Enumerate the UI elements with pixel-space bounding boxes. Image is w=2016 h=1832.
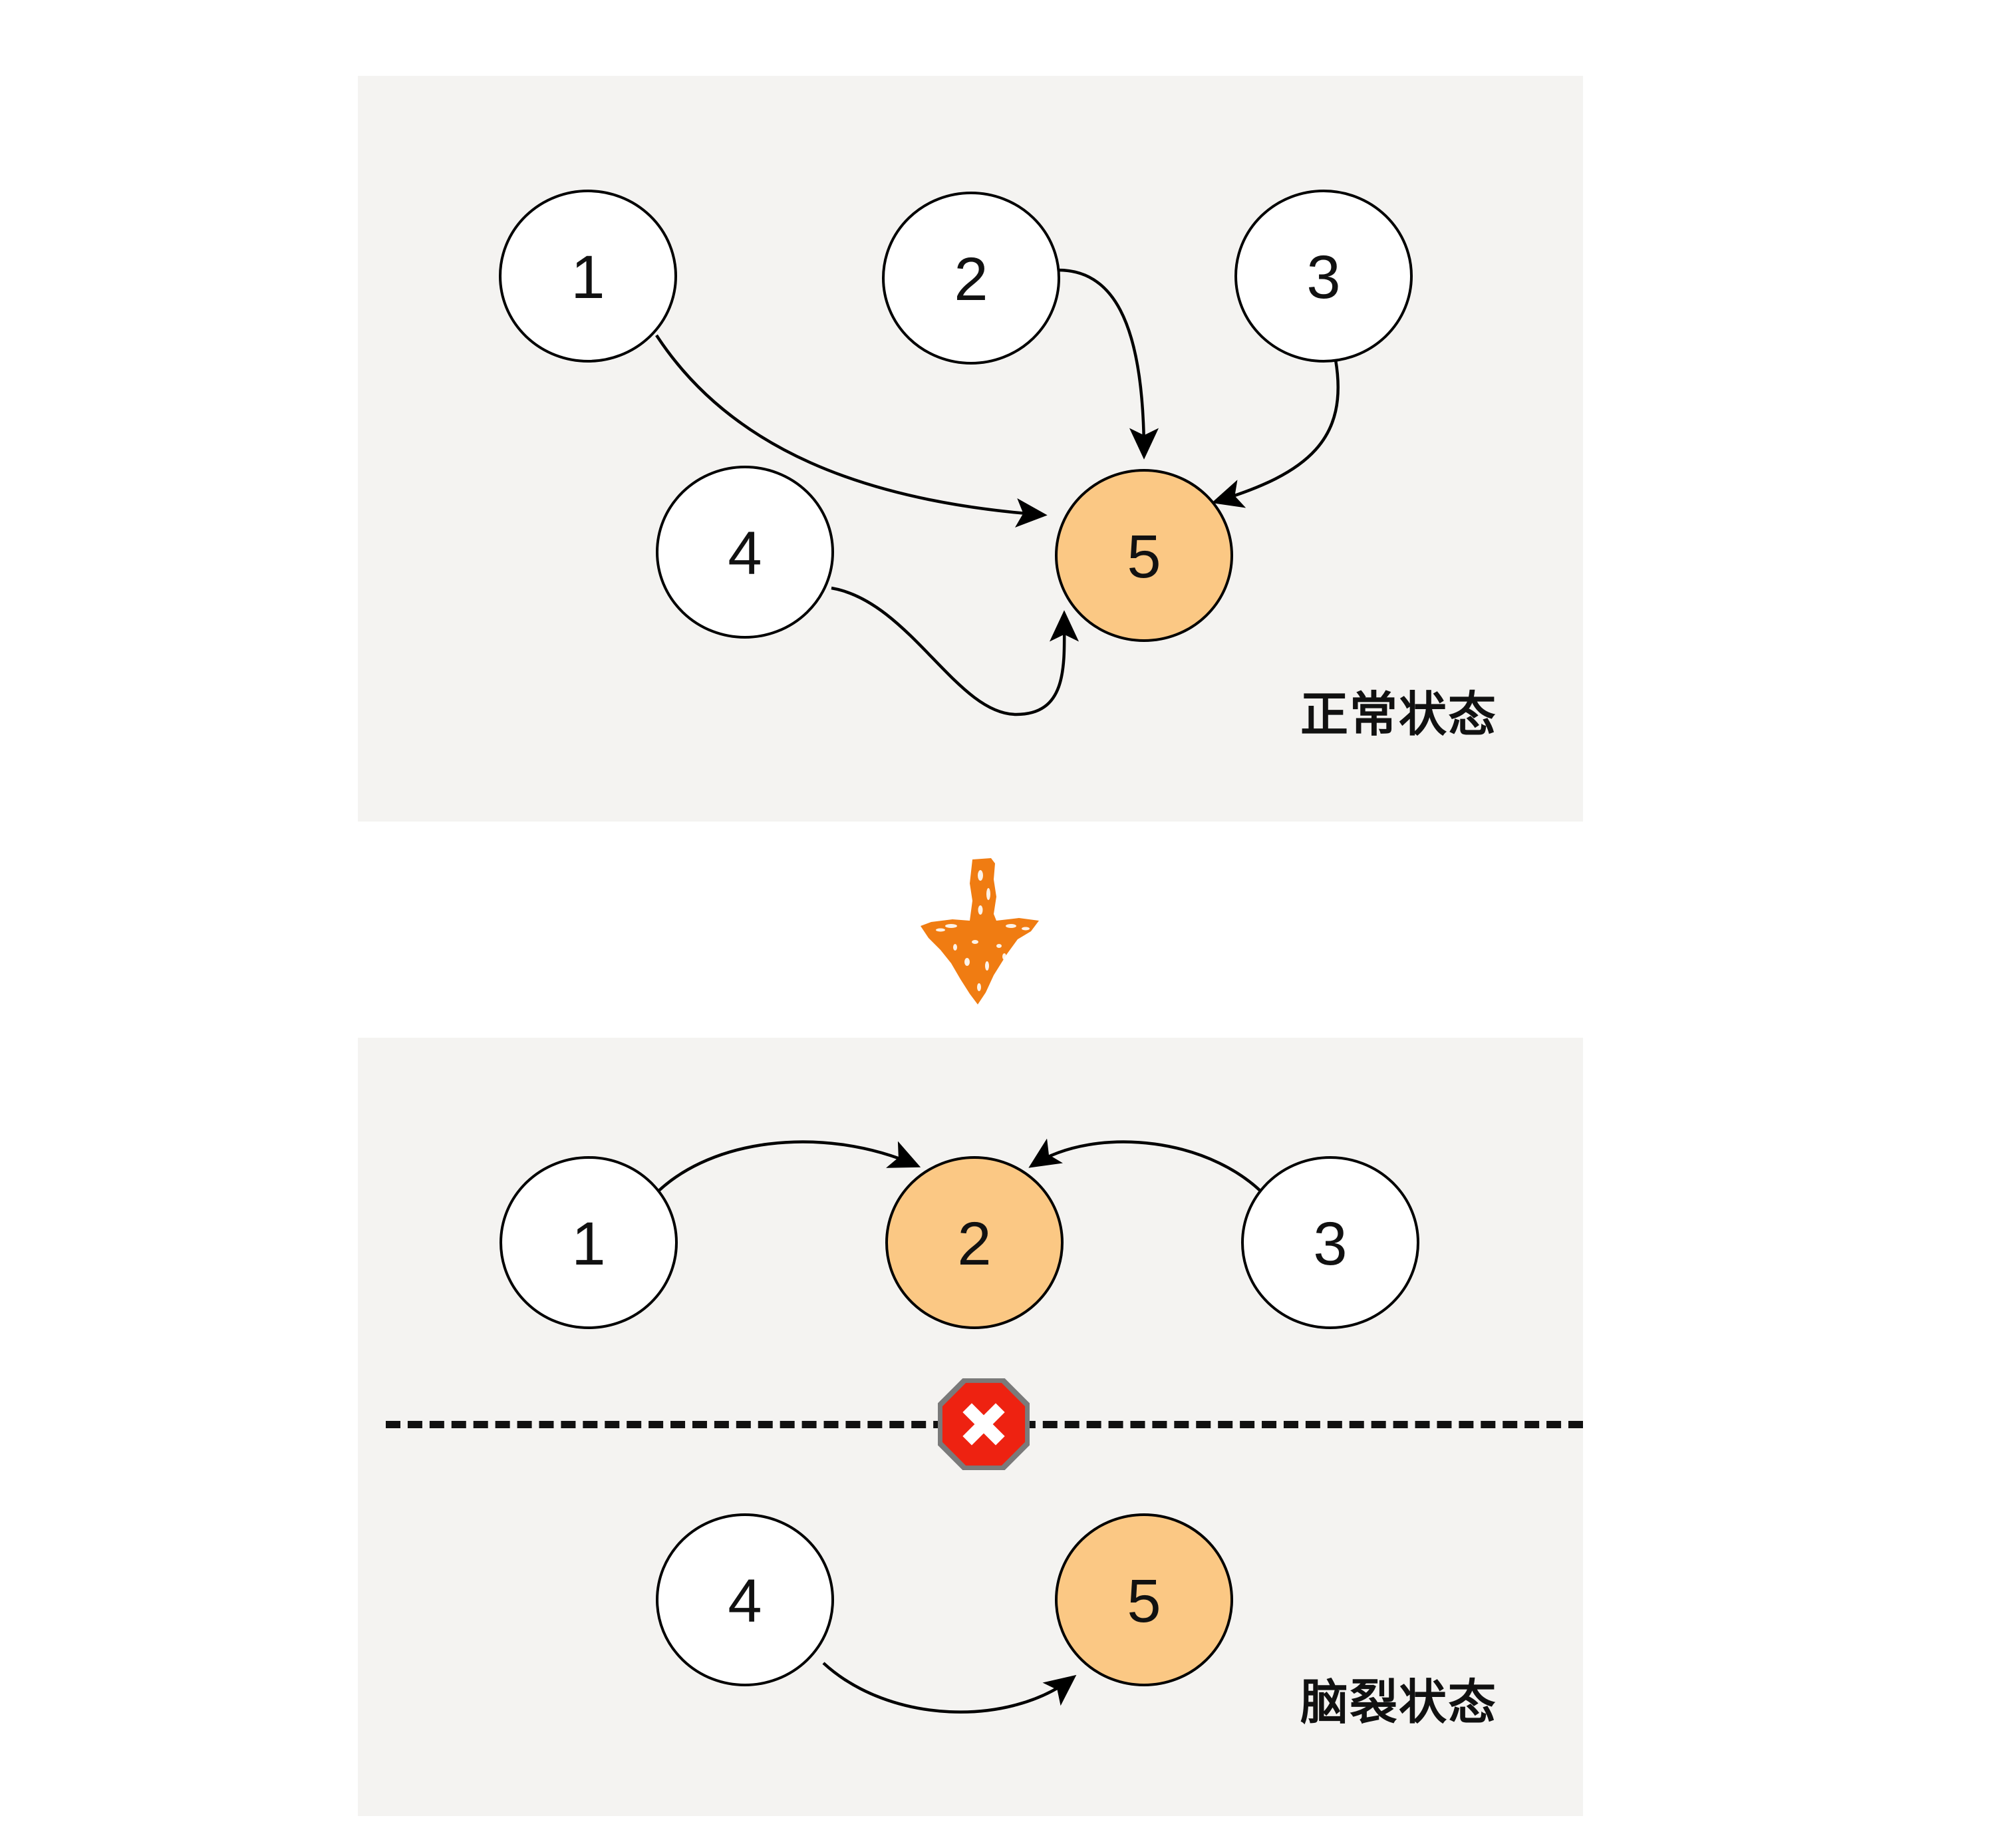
panel-split-brain-caption: 脑裂状态 (1300, 1676, 1498, 1730)
down-arrow-icon (911, 857, 1064, 1011)
normal-state-graph: 1 2 3 4 5 (499, 190, 1413, 716)
edge-1-to-2 (647, 1140, 921, 1203)
edge-group (647, 1138, 1272, 1714)
node-1[interactable]: 1 (499, 190, 677, 363)
node-5-accent[interactable]: 5 (1055, 469, 1233, 642)
node-2[interactable]: 2 (882, 192, 1060, 365)
node-4-label: 4 (728, 1567, 762, 1635)
node-5-label: 5 (1127, 1567, 1161, 1635)
node-4[interactable]: 4 (656, 1513, 834, 1686)
edge-3-to-2 (1028, 1138, 1272, 1203)
node-1-shape[interactable] (499, 190, 677, 363)
node-4-shape[interactable] (656, 1513, 834, 1686)
stop-x-icon (936, 1377, 1031, 1471)
node-4-label: 4 (728, 520, 762, 587)
node-2-label: 2 (954, 245, 988, 313)
node-3[interactable]: 3 (1241, 1156, 1419, 1329)
edge-1-to-5 (655, 334, 1048, 528)
node-5-shape[interactable] (1055, 1513, 1233, 1686)
node-3-shape[interactable] (1241, 1156, 1419, 1329)
node-5-shape[interactable] (1055, 469, 1233, 642)
node-5-label: 5 (1127, 523, 1161, 591)
down-arrow-glyph (921, 858, 1039, 1004)
node-2-accent[interactable]: 2 (885, 1156, 1064, 1329)
panel-normal-caption: 正常状态 (1300, 688, 1498, 742)
node-3[interactable]: 3 (1234, 190, 1413, 363)
edge-3-to-5 (1211, 359, 1340, 508)
node-group: 1 2 3 4 5 (500, 1156, 1419, 1686)
node-1-label: 1 (571, 1210, 605, 1278)
node-2-shape[interactable] (885, 1156, 1064, 1329)
edge-2-to-5 (1058, 268, 1159, 460)
node-1-label: 1 (571, 243, 605, 311)
node-2-label: 2 (957, 1210, 991, 1278)
node-3-label: 3 (1306, 243, 1340, 311)
stop-x-glyph (936, 1377, 1031, 1471)
edge-4-to-5 (822, 1662, 1077, 1714)
edge-4-to-5 (831, 586, 1080, 716)
node-1-shape[interactable] (500, 1156, 678, 1329)
node-4-shape[interactable] (656, 466, 834, 639)
node-1[interactable]: 1 (500, 1156, 678, 1329)
panel-normal-state: 1 2 3 4 5 (358, 76, 1583, 822)
node-2-shape[interactable] (882, 192, 1060, 365)
node-4[interactable]: 4 (656, 466, 834, 639)
node-3-shape[interactable] (1234, 190, 1413, 363)
node-group: 1 2 3 4 5 (499, 190, 1413, 642)
split-brain-graph: 1 2 3 4 5 (500, 1138, 1419, 1714)
node-3-label: 3 (1313, 1210, 1347, 1278)
edge-group (655, 268, 1340, 716)
node-5-accent[interactable]: 5 (1055, 1513, 1233, 1686)
